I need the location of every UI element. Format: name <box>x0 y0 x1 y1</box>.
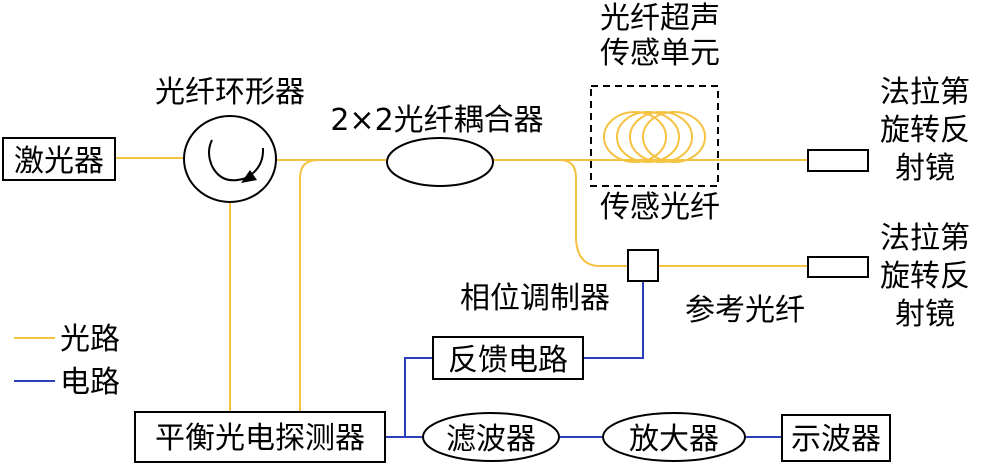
sensing-unit-box <box>590 85 719 187</box>
amplifier <box>602 412 746 462</box>
optical-line-reference-branch <box>493 159 628 267</box>
faraday-mirror-1 <box>807 149 869 172</box>
legend-optical-label: 光路 <box>60 322 120 357</box>
laser-box <box>2 137 116 181</box>
faraday-1-line3: 射镜 <box>895 151 955 186</box>
circulator-arrow-icon <box>208 139 265 182</box>
phase-modulator <box>627 249 659 282</box>
filter-label: 滤波器 <box>446 422 536 457</box>
amplifier-label: 放大器 <box>629 422 719 457</box>
oscilloscope-label: 示波器 <box>791 422 881 457</box>
coupler <box>386 137 494 187</box>
sensing-unit-label-line2: 传感单元 <box>600 36 720 71</box>
feedback-circuit-box <box>432 336 584 380</box>
faraday-1-line2: 旋转反 <box>880 113 970 148</box>
faraday-2-line3: 射镜 <box>895 297 955 332</box>
feedback-circuit-label: 反馈电路 <box>448 343 568 378</box>
filter <box>422 412 560 462</box>
sensing-fiber-label: 传感光纤 <box>600 190 720 225</box>
legend-electrical-label: 电路 <box>60 365 120 400</box>
circulator-arrowhead-icon <box>241 170 257 183</box>
faraday-2-line2: 旋转反 <box>880 259 970 294</box>
circulator-label: 光纤环形器 <box>155 75 305 110</box>
fiber-coil-icon <box>603 111 706 163</box>
balanced-detector-box <box>134 411 386 463</box>
reference-fiber-label: 参考光纤 <box>685 293 805 328</box>
faraday-1-line1: 法拉第 <box>880 75 970 110</box>
optical-line-coupler-detector <box>299 159 386 412</box>
faraday-2-line1: 法拉第 <box>880 221 970 256</box>
faraday-mirror-2 <box>807 256 869 278</box>
electrical-paths <box>14 281 782 438</box>
electrical-line-feedback-detector <box>385 357 433 438</box>
electrical-line-modulator-feedback <box>583 281 644 359</box>
coupler-label: 2×2光纤耦合器 <box>330 103 543 138</box>
sensing-unit-label-line1: 光纤超声 <box>600 1 720 36</box>
phase-modulator-label: 相位调制器 <box>460 281 610 316</box>
balanced-detector-label: 平衡光电探测器 <box>155 421 365 456</box>
laser-label: 激光器 <box>14 144 104 179</box>
oscilloscope-box <box>781 414 891 462</box>
